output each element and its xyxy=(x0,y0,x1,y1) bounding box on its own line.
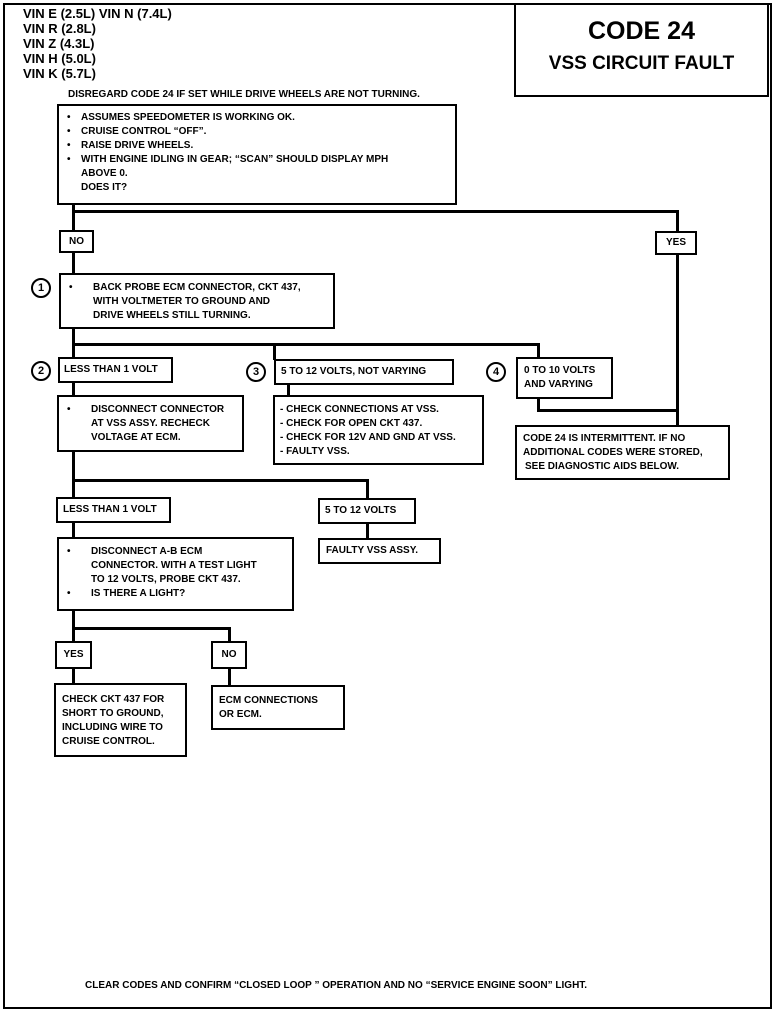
disconnect-ab-question: IS THERE A LIGHT? xyxy=(91,588,186,599)
connector-line xyxy=(366,524,369,538)
result-4-line-2: AND VARYING xyxy=(524,379,593,390)
vin-line-1: VIN E (2.5L) VIN N (7.4L) xyxy=(23,6,172,21)
connector-line xyxy=(72,627,231,630)
connector-line xyxy=(537,343,540,357)
step1-back-probe-box: •BACK PROBE ECM CONNECTOR, CKT 437, WITH… xyxy=(59,273,335,329)
ecm-connections-line-2: OR ECM. xyxy=(219,709,262,720)
disconnect-ab-line-1: DISCONNECT A-B ECM xyxy=(91,546,203,557)
initial-check-line-5: ABOVE 0. xyxy=(81,168,128,179)
ecm-connections-box: ECM CONNECTIONS OR ECM. xyxy=(211,685,345,730)
footer-note: CLEAR CODES AND CONFIRM “CLOSED LOOP ” O… xyxy=(85,980,588,991)
step-number-1: 1 xyxy=(31,278,51,298)
connector-line xyxy=(273,343,276,360)
connector-line xyxy=(72,611,75,642)
connector-line xyxy=(537,398,540,412)
step1-line-3: DRIVE WHEELS STILL TURNING. xyxy=(93,310,251,321)
connector-line xyxy=(72,210,679,213)
connector-line xyxy=(676,254,679,426)
step1-line-1: BACK PROBE ECM CONNECTOR, CKT 437, xyxy=(93,282,301,293)
connector-line xyxy=(72,343,540,346)
intermittent-line-1: CODE 24 IS INTERMITTENT. IF NO xyxy=(523,433,686,444)
initial-check-line-3: RAISE DRIVE WHEELS. xyxy=(81,140,194,151)
connector-line xyxy=(72,327,75,357)
code-subtitle: VSS CIRCUIT FAULT xyxy=(548,53,735,74)
check-vss-line-2: - CHECK FOR OPEN CKT 437. xyxy=(280,418,423,429)
faulty-vss-assy-box: FAULTY VSS ASSY. xyxy=(318,538,441,564)
check-short-line-3: INCLUDING WIRE TO xyxy=(62,722,163,733)
vin-line-2: VIN R (2.8L) xyxy=(23,21,96,36)
light-no-label: NO xyxy=(211,641,247,669)
connector-line xyxy=(537,409,679,412)
connector-line xyxy=(72,204,75,231)
connector-line xyxy=(676,210,679,232)
no-answer-label: NO xyxy=(59,230,94,253)
check-vss-line-4: - FAULTY VSS. xyxy=(280,446,350,457)
check-short-line-4: CRUISE CONTROL. xyxy=(62,736,155,747)
initial-check-line-4: WITH ENGINE IDLING IN GEAR; “SCAN” SHOUL… xyxy=(81,154,389,165)
title-box: CODE 24 VSS CIRCUIT FAULT xyxy=(514,3,769,97)
initial-check-line-1: ASSUMES SPEEDOMETER IS WORKING OK. xyxy=(81,112,295,123)
code-title: CODE 24 xyxy=(588,17,695,45)
light-yes-label: YES xyxy=(55,641,92,669)
disconnect-vss-line-2: AT VSS ASSY. RECHECK xyxy=(91,418,210,429)
vin-line-4: VIN H (5.0L) xyxy=(23,51,96,66)
check-vss-line-1: - CHECK CONNECTIONS AT VSS. xyxy=(280,404,439,415)
vin-line-5: VIN K (5.7L) xyxy=(23,66,96,81)
check-short-line-2: SHORT TO GROUND, xyxy=(62,708,164,719)
connector-line xyxy=(72,450,75,498)
yes-answer-label: YES xyxy=(655,231,697,255)
second-result-5-to-12-volts: 5 TO 12 VOLTS xyxy=(318,498,416,524)
disconnect-ab-line-3: TO 12 VOLTS, PROBE CKT 437. xyxy=(91,574,241,585)
result-0-to-10-varying: 0 TO 10 VOLTS AND VARYING xyxy=(516,357,613,399)
step1-line-2: WITH VOLTMETER TO GROUND AND xyxy=(93,296,271,307)
initial-check-box: •ASSUMES SPEEDOMETER IS WORKING OK. •CRU… xyxy=(57,104,457,205)
second-result-less-than-1-volt: LESS THAN 1 VOLT xyxy=(56,497,171,523)
check-short-line-1: CHECK CKT 437 FOR xyxy=(62,694,165,705)
step-number-2: 2 xyxy=(31,361,51,381)
connector-line xyxy=(228,627,231,642)
initial-check-line-2: CRUISE CONTROL “OFF”. xyxy=(81,126,207,137)
check-vss-line-3: - CHECK FOR 12V AND GND AT VSS. xyxy=(280,432,456,443)
check-short-box: CHECK CKT 437 FOR SHORT TO GROUND, INCLU… xyxy=(54,683,187,757)
check-vss-box: - CHECK CONNECTIONS AT VSS. - CHECK FOR … xyxy=(273,395,484,465)
page-frame xyxy=(3,3,772,1009)
disconnect-ab-box: •DISCONNECT A-B ECM CONNECTOR. WITH A TE… xyxy=(57,537,294,611)
intermittent-box: CODE 24 IS INTERMITTENT. IF NO ADDITIONA… xyxy=(515,425,730,480)
disconnect-vss-box: •DISCONNECT CONNECTOR AT VSS ASSY. RECHE… xyxy=(57,395,244,452)
connector-line xyxy=(72,382,75,396)
result-less-than-1-volt: LESS THAN 1 VOLT xyxy=(58,357,173,383)
connector-line xyxy=(72,479,369,482)
vin-line-3: VIN Z (4.3L) xyxy=(23,36,95,51)
connector-line xyxy=(228,668,231,686)
step-number-3: 3 xyxy=(246,362,266,382)
intermittent-line-2: ADDITIONAL CODES WERE STORED, xyxy=(523,447,703,458)
disconnect-vss-line-1: DISCONNECT CONNECTOR xyxy=(91,404,225,415)
disconnect-vss-line-3: VOLTAGE AT ECM. xyxy=(91,432,181,443)
connector-line xyxy=(72,252,75,274)
result-4-line-1: 0 TO 10 VOLTS xyxy=(524,365,596,376)
ecm-connections-line-1: ECM CONNECTIONS xyxy=(219,695,318,706)
step-number-4: 4 xyxy=(486,362,506,382)
disregard-note: DISREGARD CODE 24 IF SET WHILE DRIVE WHE… xyxy=(68,89,420,100)
intermittent-line-3: SEE DIAGNOSTIC AIDS BELOW. xyxy=(525,461,680,472)
initial-check-question: DOES IT? xyxy=(81,182,128,193)
connector-line xyxy=(72,522,75,538)
connector-line xyxy=(287,384,290,396)
disconnect-ab-line-2: CONNECTOR. WITH A TEST LIGHT xyxy=(91,560,257,571)
connector-line xyxy=(366,479,369,498)
result-5-to-12-not-varying: 5 TO 12 VOLTS, NOT VARYING xyxy=(274,359,454,385)
connector-line xyxy=(72,668,75,684)
